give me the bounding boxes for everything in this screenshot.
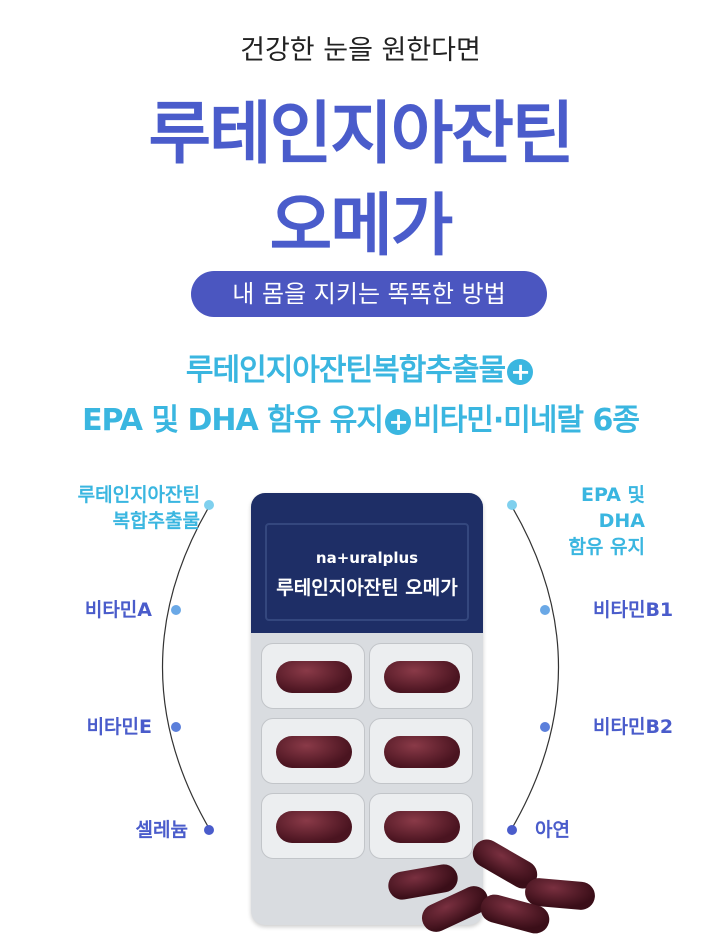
label-vitamin-b1: 비타민B1 [593, 599, 674, 621]
ingredients-line2: EPA 및 DHA 함유 유지+비타민·미네랄 6종 [0, 395, 721, 439]
dot [204, 500, 214, 510]
dot [507, 825, 517, 835]
blister-pack: na+uralplus 루테인지아잔틴 오메가 [251, 493, 483, 925]
label-selenium: 셀레늄 [135, 819, 188, 841]
capsule [384, 811, 460, 843]
capsule-cell [369, 793, 473, 859]
product-name: 루테인지아잔틴 오메가 [276, 577, 458, 599]
label-zinc: 아연 [535, 819, 570, 841]
left-arc [162, 504, 211, 831]
capsule-cell [369, 643, 473, 709]
right-arc [510, 504, 559, 831]
capsule [276, 736, 352, 768]
subtitle: 건강한 눈을 원한다면 [240, 35, 481, 66]
capsule-cell [261, 793, 365, 859]
ingredient-text: EPA 및 DHA 함유 유지 [82, 403, 384, 438]
capsule [276, 811, 352, 843]
title-line2: 오메가 [269, 187, 454, 266]
dot [171, 605, 181, 615]
dot [171, 722, 181, 732]
dot [204, 825, 214, 835]
title-line1: 루테인지아잔틴 [148, 95, 575, 174]
dot [540, 722, 550, 732]
plus-icon: + [507, 358, 534, 385]
tagline-pill: 내 몸을 지키는 똑똑한 방법 [191, 271, 547, 317]
label-vitamin-e: 비타민E [86, 716, 152, 738]
capsule [384, 661, 460, 693]
pack-label: na+uralplus 루테인지아잔틴 오메가 [251, 493, 483, 633]
capsule-cell [261, 718, 365, 784]
brand-logo: na+uralplus [315, 549, 419, 567]
ingredient-text: 비타민·미네랄 6종 [413, 403, 640, 438]
ingredient-text: 루테인지아잔틴복합추출물 [185, 353, 506, 388]
plus-icon: + [385, 408, 412, 435]
label-vitamin-b2: 비타민B2 [593, 716, 674, 738]
capsule [384, 736, 460, 768]
ingredients-line1: 루테인지아잔틴복합추출물+ [0, 345, 721, 389]
capsule [276, 661, 352, 693]
label-vitamin-a: 비타민A [84, 599, 152, 621]
capsule-cell [261, 643, 365, 709]
dot [540, 605, 550, 615]
capsule-cell [369, 718, 473, 784]
dot [507, 500, 517, 510]
